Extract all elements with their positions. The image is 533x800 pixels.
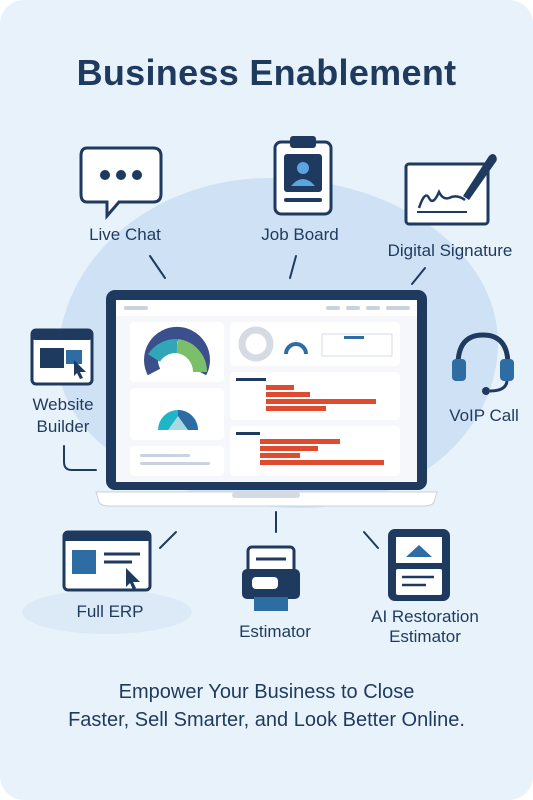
website-builder-label-line2: Builder xyxy=(36,417,90,436)
page-title: Business Enablement xyxy=(76,52,457,93)
mobile-device-icon xyxy=(388,529,450,601)
connector-ai-restoration xyxy=(363,531,379,549)
website-builder-label: Website Builder xyxy=(18,394,108,438)
live-chat-label: Live Chat xyxy=(89,225,161,244)
ai-restoration-label: AI Restoration Estimator xyxy=(350,607,500,647)
tagline-line2: Faster, Sell Smarter, and Look Better On… xyxy=(68,709,465,731)
website-builder-label-line1: Website xyxy=(32,395,94,414)
connector-full-erp xyxy=(159,531,177,549)
estimator-printer-icon xyxy=(242,545,300,611)
tagline: Empower Your Business to Close Faster, S… xyxy=(0,678,533,734)
erp-window-icon xyxy=(62,530,152,592)
browser-window-icon xyxy=(30,328,94,386)
ai-restoration-label-line2: Estimator xyxy=(389,627,461,646)
clipboard-id-icon xyxy=(273,136,333,216)
full-erp-label: Full ERP xyxy=(76,602,144,621)
tagline-line1: Empower Your Business to Close xyxy=(118,681,415,703)
connector-digital-signature xyxy=(411,267,426,285)
connector-live-chat xyxy=(149,255,166,279)
background-blob-small xyxy=(22,590,192,634)
connector-website-builder xyxy=(63,445,97,471)
voip-call-label: VoIP Call xyxy=(449,406,519,425)
connector-job-board xyxy=(289,255,297,279)
digital-signature-label: Digital Signature xyxy=(387,241,513,260)
headset-icon xyxy=(452,332,514,395)
ai-restoration-label-line1: AI Restoration xyxy=(371,607,479,626)
chat-bubble-icon xyxy=(79,146,163,221)
estimator-label: Estimator xyxy=(239,622,311,641)
job-board-label: Job Board xyxy=(261,225,339,244)
laptop-dashboard xyxy=(95,290,438,507)
signature-pen-icon xyxy=(404,154,497,226)
